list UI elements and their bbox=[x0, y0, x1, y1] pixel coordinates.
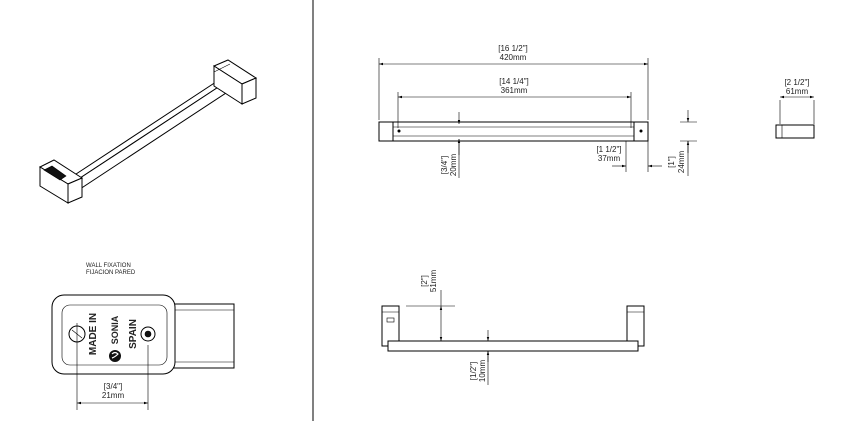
end-length-inch: [1 1/2"] bbox=[596, 145, 621, 154]
dimension-bar-height: [3/4"] 20mm bbox=[440, 112, 461, 178]
overall-dim-inch: [16 1/2"] bbox=[498, 44, 528, 53]
top-view bbox=[381, 305, 645, 352]
fixation-inch: [3/4"] bbox=[104, 382, 122, 391]
overall-dim-mm: 420mm bbox=[500, 53, 527, 62]
wall-fixation-detail: WALL FIXATION FIJACION PARED MADE IN SON… bbox=[51, 263, 235, 375]
bar-thick-mm: 10mm bbox=[478, 360, 487, 383]
wall-fixation-title-es: FIJACION PARED bbox=[86, 270, 136, 276]
dimension-fixation: [3/4"] 21mm bbox=[76, 345, 149, 410]
depth-inch: [1"] bbox=[667, 156, 676, 168]
front-view bbox=[378, 121, 649, 142]
projection-inch: [2 1/2"] bbox=[784, 78, 809, 87]
centers-dim-inch: [14 1/4"] bbox=[499, 77, 529, 86]
dimension-depth: [1"] 24mm bbox=[667, 110, 697, 176]
projection-mm: 61mm bbox=[786, 87, 809, 96]
wall-fixation-title: WALL FIXATION bbox=[86, 263, 131, 269]
bar-thick-inch: [1/2"] bbox=[469, 362, 478, 380]
end-length-mm: 37mm bbox=[598, 154, 621, 163]
side-view: [2 1/2"] 61mm bbox=[775, 78, 815, 139]
centers-dim-mm: 361mm bbox=[501, 86, 528, 95]
stamp-spain: SPAIN bbox=[128, 319, 139, 349]
dimension-overall: [16 1/2"] 420mm bbox=[378, 44, 649, 120]
dimension-end-length: [1 1/2"] 37mm bbox=[596, 141, 662, 172]
bar-height-mm: 20mm bbox=[449, 154, 458, 177]
wall-offset-mm: 51mm bbox=[429, 270, 438, 293]
dimension-bar-thickness: [1/2"] 10mm bbox=[469, 330, 490, 385]
fixation-mm: 21mm bbox=[102, 391, 125, 400]
wall-offset-inch: [2"] bbox=[420, 275, 429, 287]
bar-height-inch: [3/4"] bbox=[440, 156, 449, 174]
stamp-brand: SONIA bbox=[110, 315, 120, 344]
dimension-wall-offset: [2"] 51mm bbox=[406, 270, 455, 342]
depth-mm: 24mm bbox=[677, 151, 686, 174]
dimension-centers: [14 1/4"] 361mm bbox=[397, 77, 632, 128]
isometric-view bbox=[38, 59, 258, 204]
stamp-made-in: MADE IN bbox=[88, 313, 99, 355]
